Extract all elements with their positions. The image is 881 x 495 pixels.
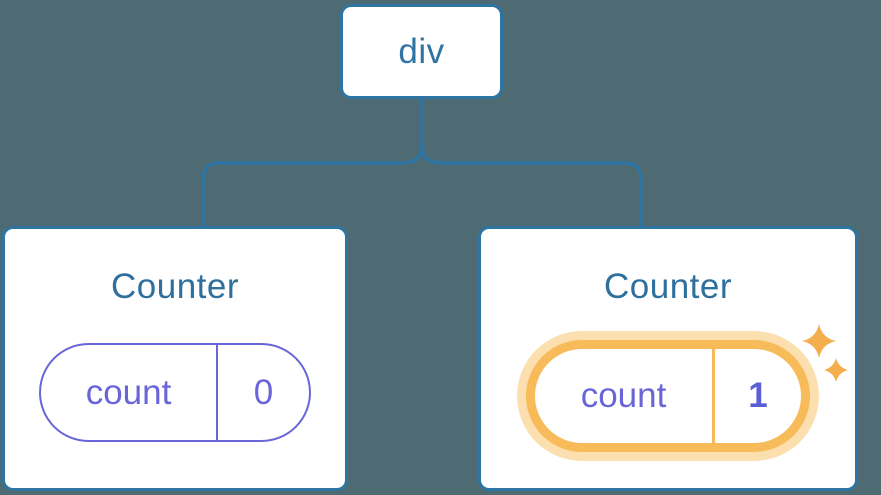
card-title: Counter [110, 267, 240, 306]
state-value: 1 [748, 376, 768, 415]
counter-card-right: Counter count 1 [478, 226, 858, 491]
state-pill-highlighted: count 1 [526, 340, 810, 452]
state-key-label: count [535, 349, 715, 443]
state-key-label: count [41, 345, 218, 440]
card-title: Counter [603, 267, 733, 306]
root-node-label: div [398, 31, 445, 71]
root-node-div: div [340, 4, 503, 99]
counter-card-left: Counter count 0 [2, 226, 348, 491]
sparkle-icon [802, 324, 848, 382]
state-pill: count 0 [39, 343, 311, 442]
state-value: 0 [253, 372, 274, 412]
